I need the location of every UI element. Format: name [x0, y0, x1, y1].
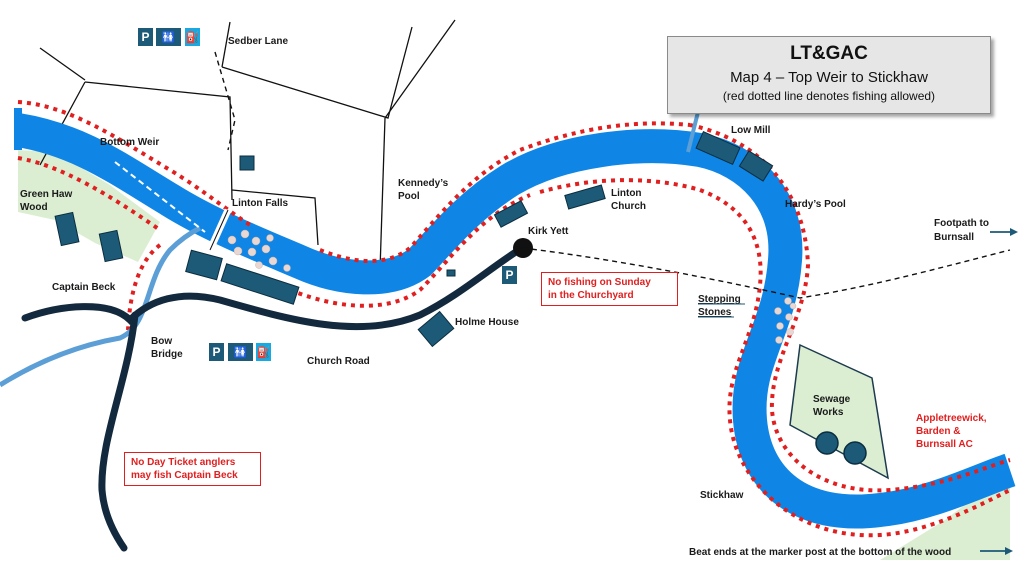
label-sewage-works-1: Sewage [813, 394, 851, 405]
map-title: LT&GAC [790, 43, 868, 64]
toilets-icon: 🚻 [156, 28, 181, 46]
buildings [54, 130, 774, 348]
map-subtitle: Map 4 – Top Weir to Stickhaw [730, 69, 928, 86]
label-bow-bridge-1: Bow [151, 336, 172, 347]
label-linton-church-2: Church [611, 201, 646, 212]
map-title-box: LT&GAC Map 4 – Top Weir to Stickhaw (red… [667, 36, 991, 114]
beat-end-arrowhead [1005, 547, 1013, 555]
label-bottom-weir: Bottom Weir [100, 137, 159, 148]
label-kennedys-pool-1: Kennedy’s [398, 178, 449, 189]
notice-sunday-line-2: in the Churchyard [548, 290, 634, 301]
stepping-stones [774, 297, 797, 344]
label-abbac-3: Burnsall AC [916, 439, 973, 450]
label-linton-falls: Linton Falls [232, 198, 289, 209]
roads [21, 244, 526, 552]
label-footpath-1: Footpath to [934, 218, 989, 229]
sewage-tank-1 [815, 431, 839, 455]
label-captain-beck: Captain Beck [52, 282, 116, 293]
label-abbac-2: Barden & [916, 426, 960, 437]
label-linton-church-1: Linton [611, 188, 642, 199]
green-haw-wood-area [18, 150, 160, 262]
footpath-arrowhead [1010, 228, 1018, 236]
notice-captain-beck: No Day Ticket anglers may fish Captain B… [124, 452, 261, 486]
label-low-mill: Low Mill [731, 125, 771, 136]
label-kirk-yett: Kirk Yett [528, 226, 569, 237]
stickhaw-wood-area [880, 470, 1010, 560]
sewage-works-area [789, 343, 889, 480]
map-title-note: (red dotted line denotes fishing allowed… [722, 89, 936, 103]
linton-falls-rocks [227, 229, 291, 272]
label-stepping-stones-1: Stepping [698, 294, 741, 305]
label-abbac-1: Appletreewick, [916, 413, 987, 424]
ev-charging-icon-2: ⛽ [256, 343, 271, 361]
label-footpath-2: Burnsall [934, 232, 974, 243]
notice-sunday-line-1: No fishing on Sunday [548, 277, 651, 288]
church-road [21, 244, 526, 331]
notice-sunday-churchyard: No fishing on Sunday in the Churchyard [541, 272, 678, 306]
label-kennedys-pool-2: Pool [398, 191, 420, 202]
label-hardys-pool: Hardy’s Pool [785, 199, 846, 210]
bottom-weir-line [114, 161, 206, 233]
small-stream [686, 111, 700, 153]
notice-captain-beck-line-2: may fish Captain Beck [131, 470, 238, 481]
notice-captain-beck-line-1: No Day Ticket anglers [131, 457, 236, 468]
footpaths [214, 51, 1011, 299]
parking-icon-2: P [209, 343, 224, 361]
label-bow-bridge-2: Bridge [151, 349, 183, 360]
label-holme-house: Holme House [455, 317, 519, 328]
label-green-haw-wood-2: Wood [20, 202, 48, 213]
bow-bridge-road [98, 311, 139, 552]
label-beat-end: Beat ends at the marker post at the bott… [689, 547, 951, 558]
label-sedber-lane: Sedber Lane [228, 36, 288, 47]
captain-beck-stream [0, 225, 202, 388]
label-sewage-works-2: Works [813, 407, 844, 418]
ev-charging-icon: ⛽ [185, 28, 200, 46]
label-green-haw-wood-1: Green Haw [20, 189, 72, 200]
label-stickhaw: Stickhaw [700, 490, 744, 501]
sewage-tank-2 [843, 441, 867, 465]
linton-falls-bridge-edge [209, 209, 229, 251]
label-stepping-stones-2: Stones [698, 307, 732, 318]
label-church-road: Church Road [307, 356, 370, 367]
parking-icon-kirk-yett: P [502, 266, 517, 284]
toilets-icon-2: 🚻 [228, 343, 253, 361]
parking-icon: P [138, 28, 153, 46]
river-wharfe [15, 113, 1016, 529]
